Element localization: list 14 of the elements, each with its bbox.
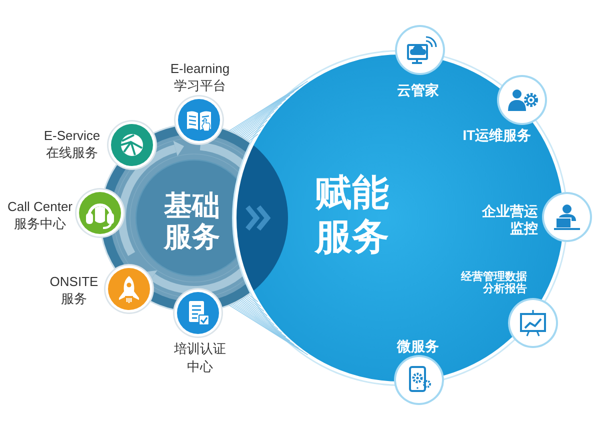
node-label: 培训认证中心 bbox=[174, 340, 226, 376]
node-label: 微服务 bbox=[396, 337, 440, 355]
node-label: E-learning 学习平台 bbox=[170, 60, 230, 94]
node-label: E-Service 在线服务 bbox=[43, 127, 101, 161]
node-label: Call Center 服务中心 bbox=[6, 198, 74, 232]
fan-lines bbox=[228, 294, 308, 356]
node-label: 经营管理数据分析报告 bbox=[460, 271, 527, 295]
fan-lines bbox=[228, 80, 308, 142]
node-label: IT运维服务 bbox=[462, 126, 532, 144]
node-label: 云管家 bbox=[396, 81, 440, 99]
node-label: 赋能服务 bbox=[314, 171, 390, 259]
node-label: 企业营运监控 bbox=[481, 203, 538, 237]
node-label: ONSITE 服务 bbox=[49, 273, 99, 307]
node-label: 基础服务 bbox=[164, 190, 220, 252]
